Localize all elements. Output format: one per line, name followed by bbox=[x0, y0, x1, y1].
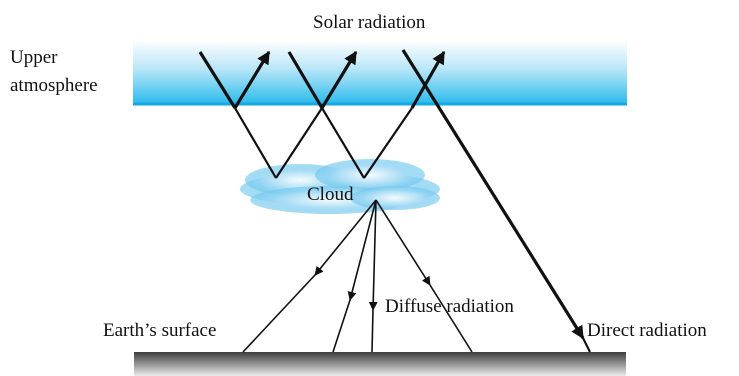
diffuse-ray-3-tail bbox=[371, 309, 374, 353]
reflected-ray-1 bbox=[233, 50, 271, 109]
diffuse-ray-4-tail bbox=[429, 284, 473, 353]
upper-atmosphere-band bbox=[133, 40, 627, 104]
upper-atmosphere-label-line1: Upper bbox=[10, 47, 58, 68]
diffuse-ray-2-tail bbox=[332, 299, 351, 353]
cloud-reflected-ray-2-top bbox=[410, 50, 446, 109]
cloud-reflected-ray-2 bbox=[363, 107, 413, 179]
diffuse-ray-2 bbox=[347, 199, 377, 301]
earths-surface-label: Earth’s surface bbox=[103, 320, 216, 341]
diffuse-ray-1-tail bbox=[242, 274, 316, 353]
transmitted-ray-2 bbox=[321, 107, 365, 179]
diffuse-ray-3 bbox=[368, 199, 378, 311]
incoming-ray-1 bbox=[198, 51, 237, 109]
solar-radiation-label: Solar radiation bbox=[313, 12, 426, 33]
direct-ray-lower bbox=[582, 337, 591, 353]
reflected-ray-2 bbox=[320, 50, 358, 109]
cloud-reflected-ray-1 bbox=[275, 107, 323, 179]
incoming-ray-2 bbox=[287, 51, 324, 109]
diffuse-rays bbox=[242, 199, 473, 353]
diffuse-ray-1 bbox=[314, 199, 377, 276]
earth-surface-ground bbox=[134, 352, 626, 376]
transmitted-ray-1 bbox=[234, 107, 277, 179]
direct-ray-upper bbox=[401, 49, 585, 340]
cloud-label: Cloud bbox=[307, 184, 354, 205]
upper-atmosphere-label-line2: atmosphere bbox=[10, 75, 98, 96]
diffuse-ray-4 bbox=[375, 199, 431, 286]
diffuse-radiation-label: Diffuse radiation bbox=[385, 296, 514, 317]
direct-radiation-label: Direct radiation bbox=[587, 320, 707, 341]
